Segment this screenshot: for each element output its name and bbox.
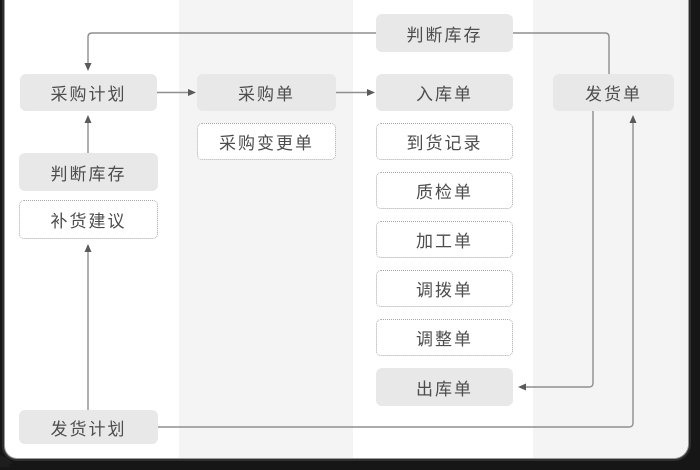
node-judge-inventory-top: 判断库存	[376, 14, 513, 52]
node-label: 出库单	[416, 379, 473, 400]
node-processing-order: 加工单	[376, 221, 513, 258]
node-judge-inventory-left: 判断库存	[19, 153, 158, 191]
node-ship-plan: 发货计划	[19, 410, 158, 444]
node-label: 采购变更单	[219, 134, 314, 154]
arrowhead-up-replenish	[84, 244, 92, 252]
node-label: 质检单	[416, 183, 473, 203]
node-label: 采购单	[238, 85, 295, 105]
arrowhead-down-purchase-plan	[84, 63, 92, 71]
node-ship-order: 发货单	[553, 74, 674, 111]
arrowhead-left-outbound	[518, 383, 526, 391]
node-label: 调拨单	[416, 281, 473, 301]
node-adjustment-order: 调整单	[376, 319, 513, 356]
arrowhead-up-ship-order	[629, 115, 637, 123]
connector-ship-plan-to-ship-order	[158, 123, 634, 428]
arrowhead-right-inbound-order	[367, 89, 375, 96]
node-label: 补货建议	[50, 212, 127, 232]
node-transfer-order: 调拨单	[376, 270, 513, 307]
node-outbound-order: 出库单	[376, 368, 513, 406]
node-arrival-record: 到货记录	[376, 123, 513, 160]
arrowhead-right-purchase-order	[188, 89, 196, 96]
node-purchase-order: 采购单	[197, 74, 336, 111]
node-label: 发货单	[585, 85, 642, 105]
node-purchase-change-order: 采购变更单	[197, 123, 336, 160]
node-quality-check-order: 质检单	[376, 172, 513, 209]
node-inbound-order: 入库单	[376, 74, 513, 111]
arrowhead-up-purchase-plan	[84, 115, 92, 123]
node-label: 入库单	[416, 85, 473, 105]
node-label: 发货计划	[50, 419, 127, 440]
node-label: 判断库存	[406, 25, 483, 46]
connector-top-judge-to-purchase-plan	[87, 32, 376, 63]
node-label: 到货记录	[406, 134, 483, 154]
connector-layer	[84, 32, 637, 428]
node-replenish-suggestion: 补货建议	[19, 200, 158, 239]
node-label: 加工单	[416, 232, 473, 252]
node-label: 判断库存	[50, 164, 127, 185]
node-label: 采购计划	[50, 85, 127, 105]
diagram-panel: 判断库存 采购计划 采购单 入库单 发货单 采购变更单 判断库存 补货建议 到货…	[5, 0, 688, 458]
connector-top-judge-to-ship-order	[513, 32, 610, 74]
connector-ship-order-to-outbound	[526, 111, 594, 388]
node-purchase-plan: 采购计划	[20, 74, 157, 111]
node-label: 调整单	[416, 330, 473, 350]
